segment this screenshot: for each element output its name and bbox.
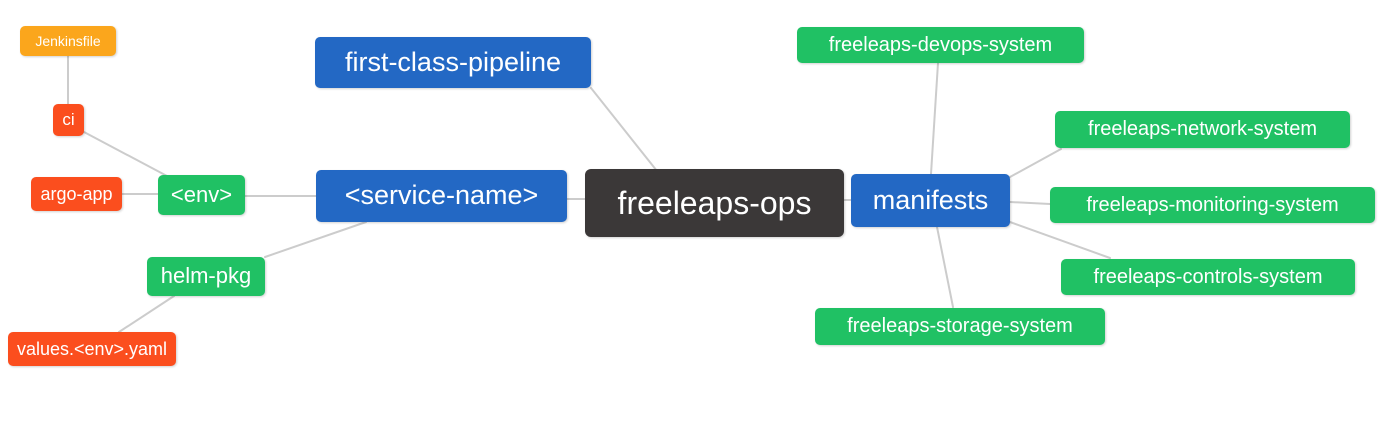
edge-ci-env (83, 131, 168, 177)
node-argo-app[interactable]: argo-app (31, 177, 122, 211)
node-label: freeleaps-controls-system (1093, 265, 1323, 288)
edge-manifests-freeleaps-monitoring-system (1009, 201, 1051, 205)
edge-manifests-freeleaps-storage-system (936, 226, 954, 308)
node-label: first-class-pipeline (344, 46, 562, 77)
node-freeleaps-devops-system[interactable]: freeleaps-devops-system (797, 27, 1084, 63)
node-service-name[interactable]: <service-name> (316, 170, 567, 222)
node-jenkinsfile[interactable]: Jenkinsfile (20, 26, 116, 56)
node-label: freeleaps-monitoring-system (1086, 193, 1339, 216)
node-freeleaps-monitoring-system[interactable]: freeleaps-monitoring-system (1050, 187, 1375, 223)
node-label: argo-app (40, 183, 113, 204)
node-manifests[interactable]: manifests (851, 174, 1010, 227)
node-first-class-pipeline[interactable]: first-class-pipeline (315, 37, 591, 88)
node-label: freeleaps-storage-system (847, 315, 1073, 337)
edge-manifests-freeleaps-devops-system (930, 62, 939, 175)
node-label: manifests (872, 184, 989, 215)
node-freeleaps-controls-system[interactable]: freeleaps-controls-system (1061, 259, 1355, 295)
edge-helm-pkg-service-name (264, 221, 367, 258)
node-freeleaps-network-system[interactable]: freeleaps-network-system (1055, 111, 1350, 148)
node-env[interactable]: <env> (158, 175, 245, 215)
node-label: values.<env>.yaml (16, 338, 168, 359)
node-freeleaps-ops[interactable]: freeleaps-ops (585, 169, 844, 237)
edge-values-env-yaml-helm-pkg (118, 295, 175, 333)
node-label: freeleaps-devops-system (828, 33, 1053, 56)
node-label: <service-name> (344, 180, 539, 210)
edge-first-class-pipeline-freeleaps-ops (590, 87, 658, 172)
node-label: ci (62, 110, 75, 129)
node-values-env-yaml[interactable]: values.<env>.yaml (8, 332, 176, 366)
node-freeleaps-storage-system[interactable]: freeleaps-storage-system (815, 308, 1105, 345)
node-label: <env> (170, 181, 233, 207)
node-label: freeleaps-ops (617, 184, 812, 221)
node-helm-pkg[interactable]: helm-pkg (147, 257, 265, 296)
node-label: Jenkinsfile (35, 32, 101, 49)
edge-manifests-freeleaps-network-system (1009, 148, 1062, 178)
node-ci[interactable]: ci (53, 104, 84, 136)
node-label: helm-pkg (160, 263, 252, 288)
edge-manifests-freeleaps-controls-system (1009, 221, 1111, 259)
node-label: freeleaps-network-system (1088, 118, 1317, 140)
